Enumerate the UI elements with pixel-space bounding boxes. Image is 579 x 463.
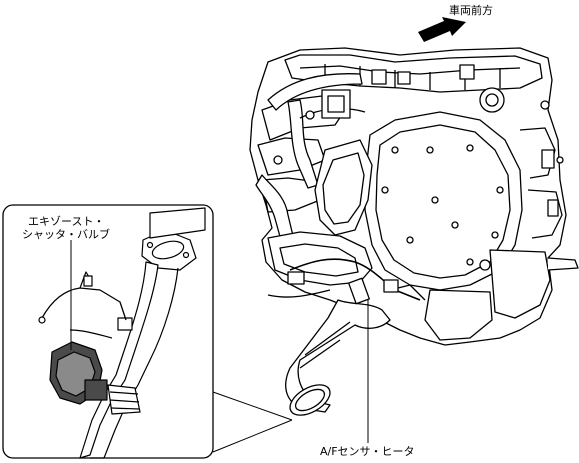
exhaust-valve-label-line2: シャッタ・バルブ [22,228,110,241]
zoom-callout [212,391,293,453]
front-direction-arrow-icon [418,17,466,42]
engine-block [249,47,579,416]
exhaust-valve-label-line1: エキゾースト・ [28,215,105,228]
af-sensor-label: A/Fセンサ・ヒータ [320,445,415,458]
inset-detail-drawing [38,207,206,459]
front-direction-label: 車両前方 [449,4,493,17]
